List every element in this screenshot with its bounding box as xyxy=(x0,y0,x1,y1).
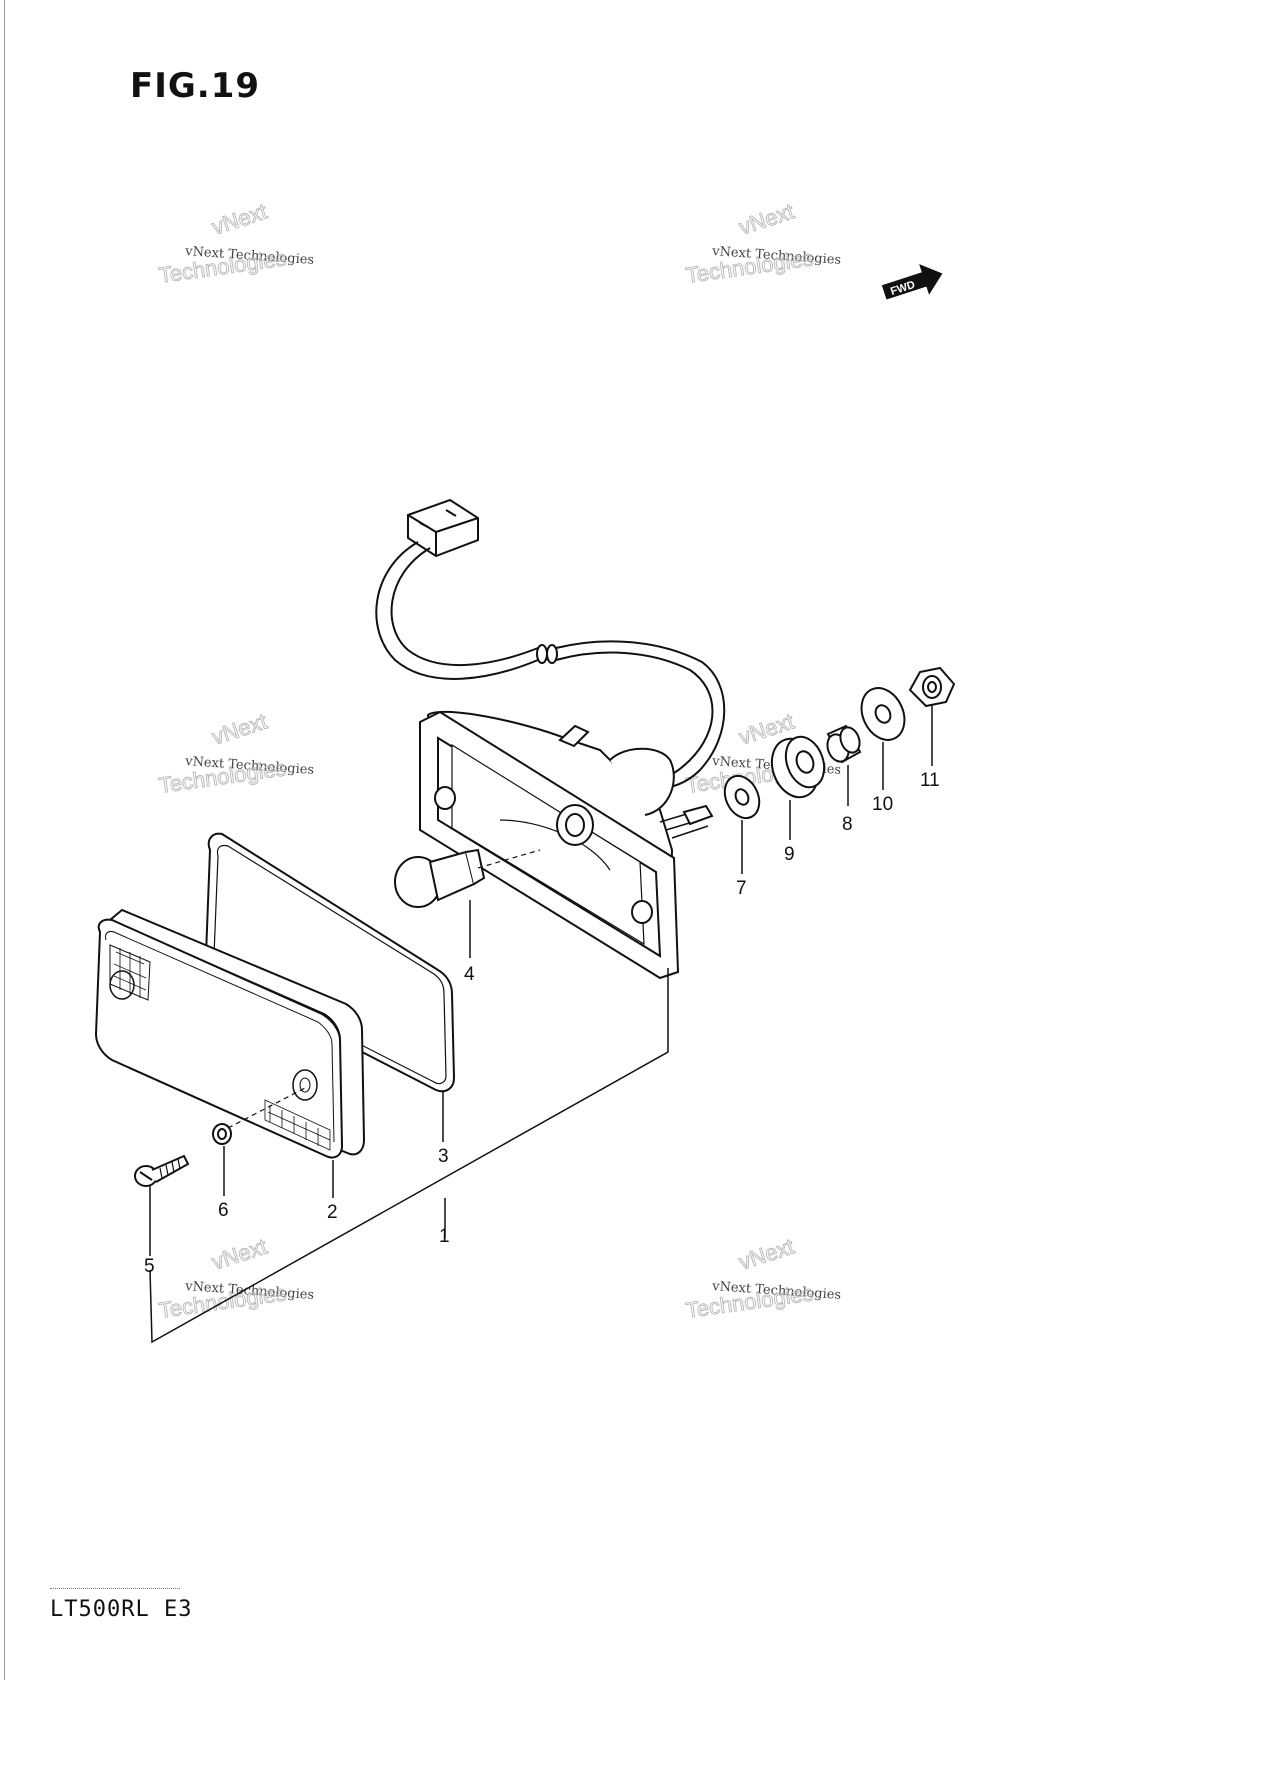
page-edge-rule xyxy=(4,0,5,1680)
callout-2: 2 xyxy=(327,1202,338,1223)
callout-4: 4 xyxy=(464,964,475,985)
washer-10-part xyxy=(860,687,906,741)
callout-7: 7 xyxy=(736,878,747,899)
bulb-part xyxy=(394,848,486,908)
model-code-label: LT500RL E3 xyxy=(50,1597,193,1622)
callout-6: 6 xyxy=(218,1200,229,1221)
fwd-arrow-icon: FWD xyxy=(881,264,943,300)
callout-labels: 1 2 3 4 5 6 7 8 9 10 11 xyxy=(144,770,940,1277)
lamp-lens xyxy=(94,908,366,1159)
lamp-housing xyxy=(419,710,714,980)
nut-11-part xyxy=(908,666,956,708)
watermark-5: vNext vNext Technologies Technologies xyxy=(157,1233,315,1323)
collar-8-part xyxy=(826,724,862,764)
watermark-6: vNext vNext Technologies Technologies xyxy=(684,1233,842,1323)
callout-11: 11 xyxy=(920,770,940,791)
callout-8: 8 xyxy=(842,814,853,835)
watermark-2: vNext vNext Technologies Technologies xyxy=(684,198,842,288)
svg-text:vNext: vNext xyxy=(209,199,270,240)
washer-7-part xyxy=(723,774,761,820)
small-nut-part xyxy=(212,1123,232,1145)
callout-5: 5 xyxy=(144,1256,155,1277)
wire-harness xyxy=(375,541,726,790)
svg-text:vNext: vNext xyxy=(736,199,797,240)
callout-10: 10 xyxy=(872,794,893,815)
grommet-9-part xyxy=(770,735,826,799)
svg-text:vNext: vNext xyxy=(209,1234,270,1275)
watermark-1: vNext vNext Technologies Technologies xyxy=(157,198,315,288)
faint-dotted-rule xyxy=(50,1588,180,1589)
svg-text:vNext: vNext xyxy=(209,709,270,750)
leader-lines xyxy=(149,705,933,1344)
callout-9: 9 xyxy=(784,844,795,865)
watermark-3: vNext vNext Technologies Technologies xyxy=(157,708,315,798)
screw-part xyxy=(134,1154,190,1187)
svg-text:vNext: vNext xyxy=(736,1234,797,1275)
alignment-lines xyxy=(227,849,541,1129)
figure-title: FIG.19 xyxy=(130,66,261,106)
callout-3: 3 xyxy=(438,1146,449,1167)
callout-1: 1 xyxy=(439,1226,450,1247)
wire-connector xyxy=(407,498,479,558)
